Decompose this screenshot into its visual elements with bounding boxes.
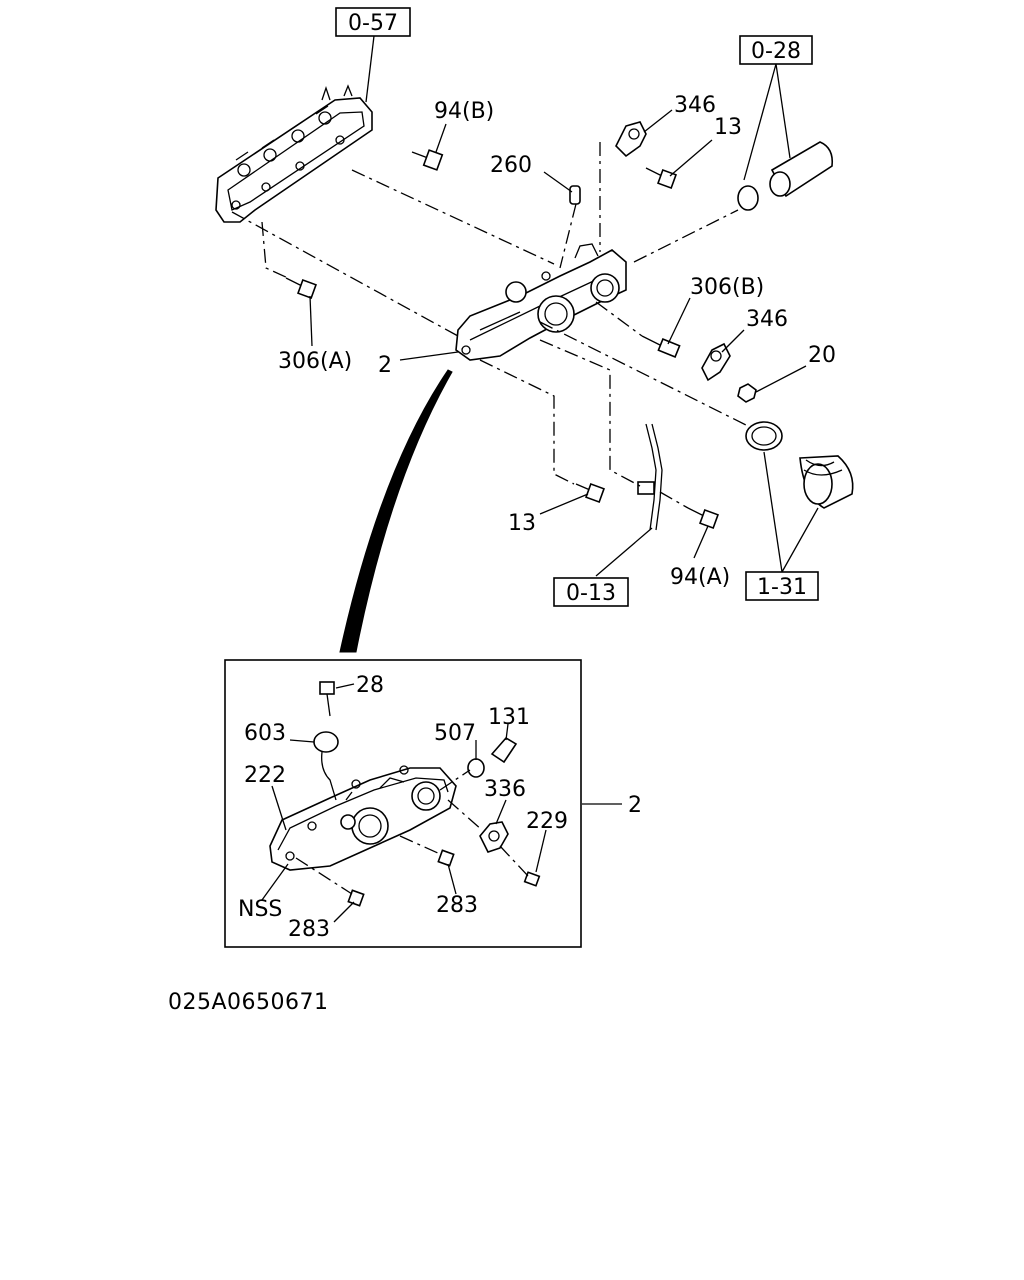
ref-label-0-28: 0-28 <box>751 39 801 64</box>
detail-callout-222: 222 <box>244 763 286 788</box>
detail-callout-507: 507 <box>434 721 476 746</box>
detail-callout-336: 336 <box>484 777 526 802</box>
bracket-346-lower <box>701 342 731 382</box>
figure-code: 025A0650671 <box>168 990 329 1015</box>
bolt-13-lower <box>575 483 605 503</box>
ref-box-0-57: 0-57 <box>335 7 411 37</box>
bolt-13-top <box>645 167 677 189</box>
callout-306b: 306(B) <box>690 275 764 300</box>
detail-screw-283-right <box>437 849 455 867</box>
detail-callout-283-left: 283 <box>288 917 330 942</box>
callout-2: 2 <box>378 353 392 378</box>
pin-260 <box>569 185 581 205</box>
detail-pointer <box>339 369 453 653</box>
detail-inset: 28 603 507 131 222 336 229 NSS 283 283 <box>224 659 622 948</box>
accelerator-cable <box>637 423 663 531</box>
bolt-94a <box>687 507 719 529</box>
detail-throttle-body <box>269 765 457 871</box>
detail-callout-283-right: 283 <box>436 893 478 918</box>
callout-20: 20 <box>808 343 836 368</box>
detail-cover-336 <box>479 821 509 853</box>
throttle-body <box>455 243 627 361</box>
detail-callout-nss: NSS <box>238 897 282 922</box>
callout-306a: 306(A) <box>278 349 352 374</box>
detail-callout-229: 229 <box>526 809 568 834</box>
callout-13-top: 13 <box>714 115 742 140</box>
ref-label-0-13: 0-13 <box>566 581 616 606</box>
callout-346-lower: 346 <box>746 307 788 332</box>
leader-lines <box>309 35 819 577</box>
callout-94b: 94(B) <box>434 99 494 124</box>
hose-0-28 <box>737 141 834 211</box>
detail-group-label: 2 <box>628 793 642 818</box>
detail-screw-28 <box>319 681 335 717</box>
detail-callout-603: 603 <box>244 721 286 746</box>
nut-20 <box>737 383 757 403</box>
detail-screw-283-left <box>347 889 365 907</box>
bolt-306b <box>641 335 681 358</box>
bolt-306a <box>285 277 317 299</box>
callout-260: 260 <box>490 153 532 178</box>
detail-plug-131 <box>490 736 518 764</box>
bracket-346-top <box>615 121 647 158</box>
intake-manifold <box>215 84 373 223</box>
ref-box-0-28: 0-28 <box>739 35 813 65</box>
ref-box-0-13: 0-13 <box>553 577 629 607</box>
detail-callout-131: 131 <box>488 705 530 730</box>
ref-label-0-57: 0-57 <box>348 11 398 36</box>
ref-box-1-31: 1-31 <box>745 571 819 601</box>
assembly-lines <box>231 142 749 509</box>
callout-346-top: 346 <box>674 93 716 118</box>
bolt-94b <box>411 149 444 171</box>
hose-clamp-1-31 <box>745 421 854 509</box>
ref-label-1-31: 1-31 <box>757 575 807 600</box>
callout-labels: 94(B) 346 13 260 306(B) 346 20 306(A) 2 … <box>278 93 836 590</box>
detail-ring-507 <box>467 758 485 778</box>
callout-13-lower: 13 <box>508 511 536 536</box>
callout-94a: 94(A) <box>670 565 730 590</box>
detail-callout-28: 28 <box>356 673 384 698</box>
